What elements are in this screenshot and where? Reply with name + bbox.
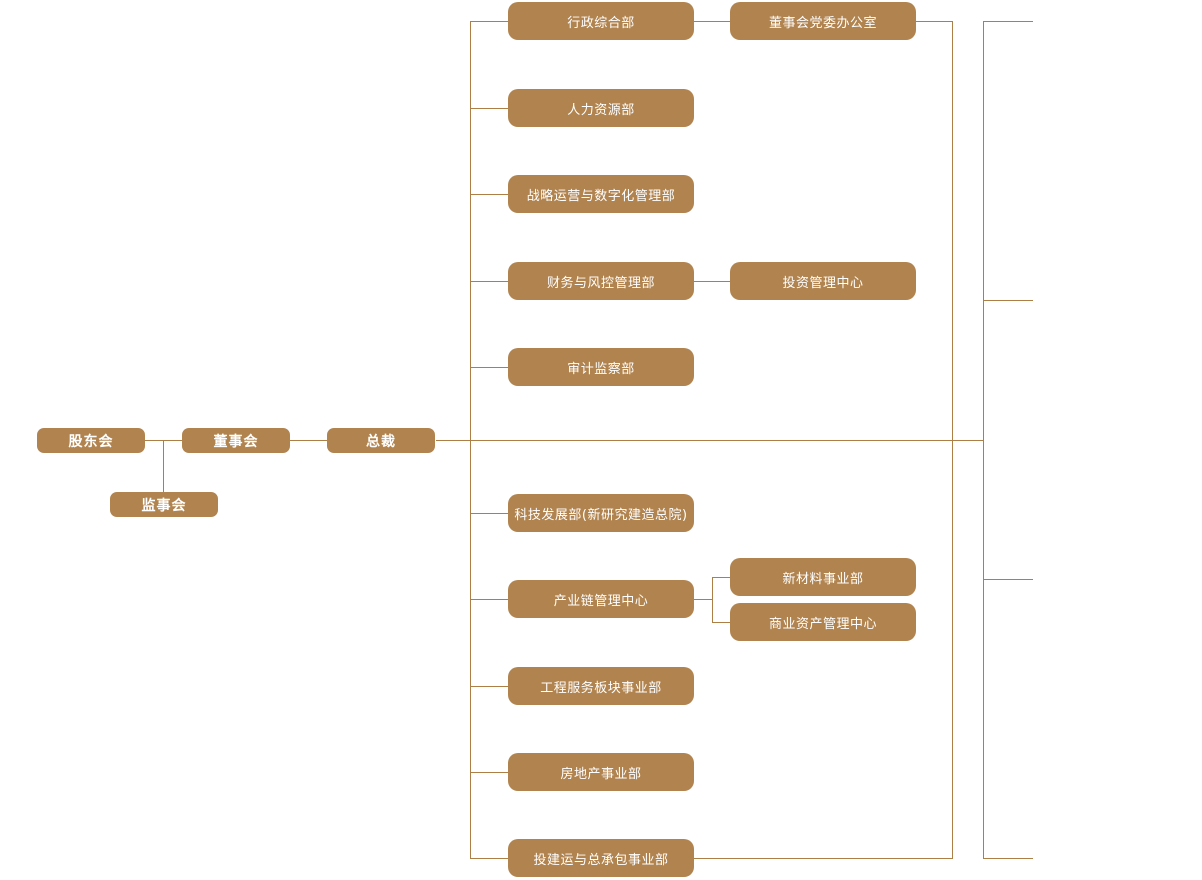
org-node-industry-chain-center: 产业链管理中心	[508, 580, 694, 618]
connector-stub-audit	[470, 367, 508, 368]
connector-stub-finance	[470, 281, 508, 282]
org-node-president: 总裁	[327, 428, 435, 453]
connector-right-branch-stub-4	[984, 858, 1033, 859]
connector-right-branch-trunk	[983, 21, 984, 859]
connector-stub-engineering	[470, 686, 508, 687]
org-node-board-of-directors: 董事会	[182, 428, 290, 453]
connector-stub-real-estate	[470, 772, 508, 773]
org-node-commercial-assets-center: 商业资产管理中心	[730, 603, 916, 641]
connector-stub-admin	[470, 21, 508, 22]
connector-right-branch-stub-2	[984, 300, 1033, 301]
connector-shareholders-board	[145, 440, 182, 441]
connector-chain-bracket	[694, 599, 712, 600]
connector-party-office-right-line	[916, 21, 952, 22]
connector-stub-hr	[470, 108, 508, 109]
connector-board-president	[290, 440, 327, 441]
org-node-audit-dept: 审计监察部	[508, 348, 694, 386]
org-node-shareholders: 股东会	[37, 428, 145, 453]
connector-finance-investment	[694, 281, 730, 282]
connector-supervisory-drop	[163, 441, 164, 492]
org-node-hr-dept: 人力资源部	[508, 89, 694, 127]
connector-epc-right-line	[694, 858, 952, 859]
connector-right-frame-line	[952, 21, 953, 859]
connector-admin-party-office	[694, 21, 730, 22]
connector-bracket-vertical	[712, 577, 713, 623]
connector-bracket-commercial	[712, 622, 730, 623]
org-node-party-committee-office: 董事会党委办公室	[730, 2, 916, 40]
org-node-tech-dev-dept: 科技发展部(新研究建造总院)	[508, 494, 694, 532]
org-node-investment-center: 投资管理中心	[730, 262, 916, 300]
connector-stub-industry-chain	[470, 599, 508, 600]
org-node-epc-dept: 投建运与总承包事业部	[508, 839, 694, 877]
org-node-real-estate-dept: 房地产事业部	[508, 753, 694, 791]
connector-stub-strategy	[470, 194, 508, 195]
org-node-strategy-digital-dept: 战略运营与数字化管理部	[508, 175, 694, 213]
connector-stub-epc	[470, 858, 508, 859]
org-node-supervisory-board: 监事会	[110, 492, 218, 517]
connector-president-main-line	[436, 440, 983, 441]
org-node-new-materials-division: 新材料事业部	[730, 558, 916, 596]
org-node-engineering-dept: 工程服务板块事业部	[508, 667, 694, 705]
connector-bracket-new-materials	[712, 577, 730, 578]
org-node-admin-dept: 行政综合部	[508, 2, 694, 40]
connector-right-branch-stub-3	[984, 579, 1033, 580]
connector-department-trunk	[470, 21, 471, 859]
org-node-finance-risk-dept: 财务与风控管理部	[508, 262, 694, 300]
connector-right-branch-stub-1	[984, 21, 1033, 22]
connector-stub-tech	[470, 513, 508, 514]
